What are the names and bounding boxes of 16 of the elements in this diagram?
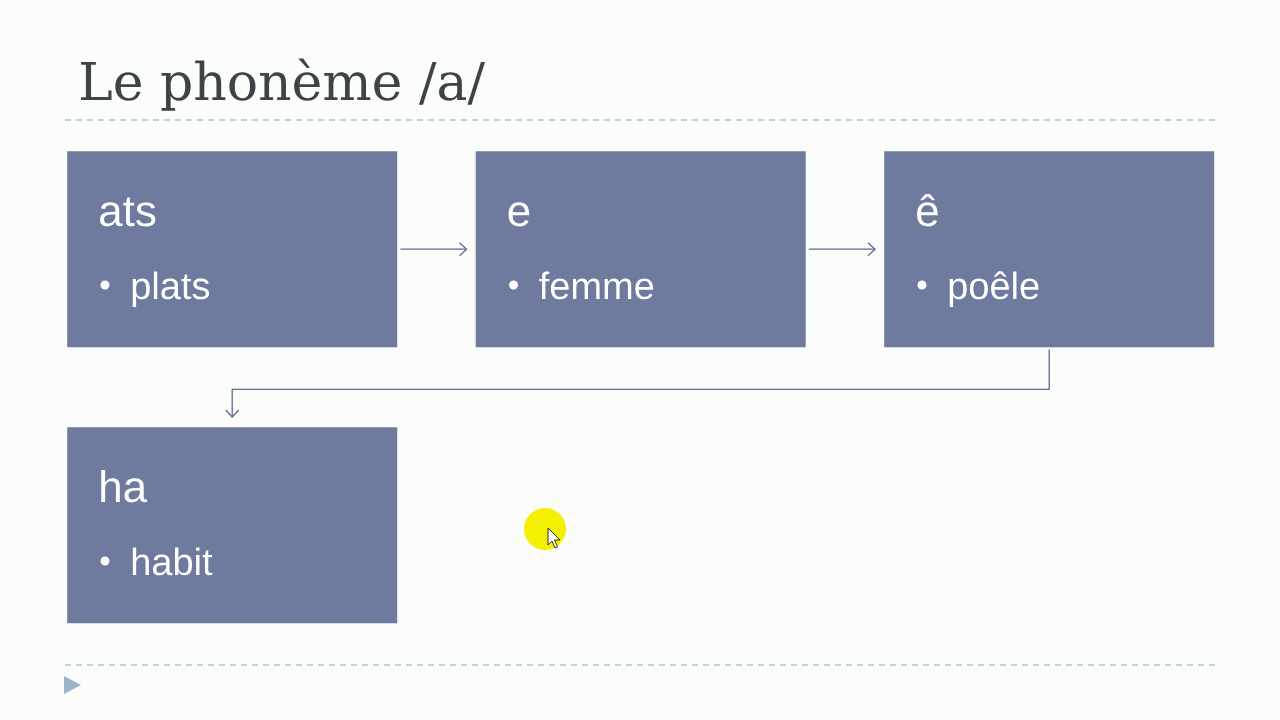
process-box — [67, 151, 398, 348]
bullet-text: plats — [132, 271, 210, 307]
arrow — [808, 242, 876, 257]
box-heading: ha — [101, 470, 148, 503]
box-heading: ê — [917, 193, 938, 227]
bullet-text: poêle — [949, 271, 1039, 307]
arrow — [225, 348, 1050, 418]
slide-title: Le phonème /a/ — [81, 58, 485, 111]
process-box — [884, 151, 1215, 348]
process-box — [475, 151, 806, 348]
process-box — [67, 427, 398, 624]
bullet-text: femme — [539, 271, 654, 300]
box-heading: ats — [100, 197, 156, 227]
box-heading: e — [508, 202, 530, 227]
arrow — [399, 242, 468, 257]
bullet-text: habit — [132, 547, 213, 576]
